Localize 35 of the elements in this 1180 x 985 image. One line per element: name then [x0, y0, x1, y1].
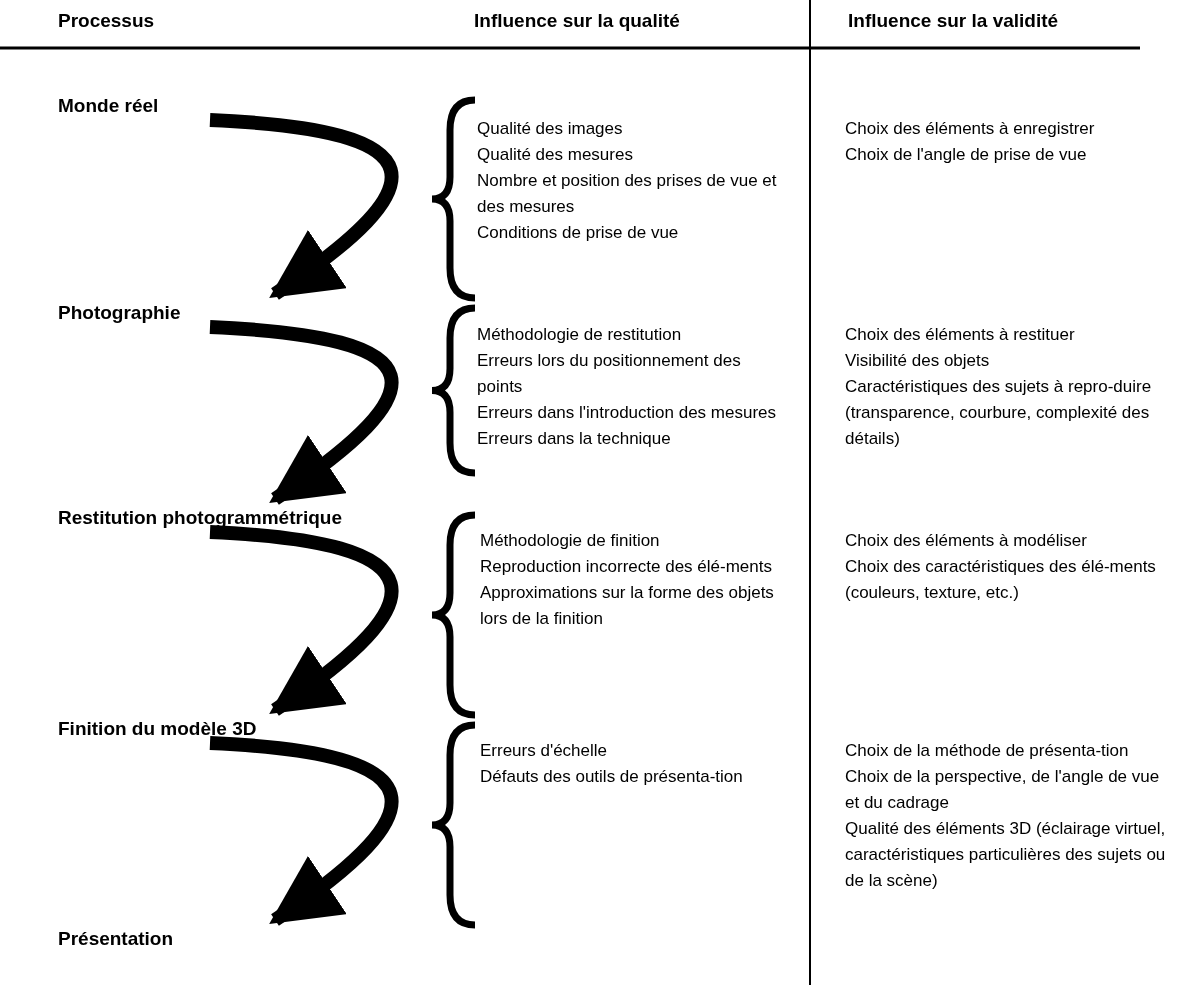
curved-arrow	[209, 113, 398, 300]
influence-item: Choix de la perspective, de l'angle de vue et du cadrage	[845, 766, 1161, 814]
influence-item: Qualité des mesures	[477, 144, 633, 166]
influence-item: Choix des caractéristiques des élé-ments (couleurs, texture, etc.)	[845, 556, 1157, 604]
stage-label: Présentation	[58, 928, 174, 950]
influence-item: Choix des éléments à enregistrer	[845, 118, 1095, 140]
column-header: Processus	[58, 10, 155, 32]
influence-item: Visibilité des objets	[845, 350, 990, 372]
influence-item: Approximations sur la forme des objets lors de la finition	[480, 582, 775, 630]
influence-item: Erreurs d'échelle	[480, 740, 608, 762]
influence-item: Choix de la méthode de présenta-tion	[845, 740, 1129, 762]
influence-item: Qualité des images	[477, 118, 623, 140]
influence-item: Erreurs dans l'introduction des mesures	[477, 402, 776, 424]
influence-item: Choix des éléments à restituer	[845, 324, 1075, 346]
influence-item: Erreurs lors du positionnement des points	[477, 350, 742, 398]
stage-label: Restitution photogrammétrique	[58, 507, 342, 529]
curved-arrow	[209, 736, 398, 926]
curved-arrow	[209, 525, 398, 716]
influence-item: Conditions de prise de vue	[477, 222, 679, 244]
influence-item: Reproduction incorrecte des élé-ments	[480, 556, 772, 578]
curved-arrow	[209, 320, 398, 505]
influence-item: Caractéristiques des sujets à repro-duire (transparence, courbure, complexité des détails)	[845, 376, 1153, 450]
stage-label: Photographie	[58, 302, 181, 324]
column-header: Influence sur la qualité	[474, 10, 680, 32]
influence-item: Nombre et position des prises de vue et des mesures	[477, 170, 778, 218]
influence-item: Qualité des éléments 3D (éclairage virtuel, caractéristiques particulières des sujets ou de la scène)	[845, 818, 1167, 892]
stage-label: Monde réel	[58, 95, 159, 117]
influence-item: Choix des éléments à modéliser	[845, 530, 1087, 552]
influence-item: Erreurs dans la technique	[477, 428, 671, 450]
influence-item: Méthodologie de finition	[480, 530, 660, 552]
influence-item: Choix de l'angle de prise de vue	[845, 144, 1087, 166]
stage-label: Finition du modèle 3D	[58, 718, 257, 740]
influence-item: Méthodologie de restitution	[477, 324, 682, 346]
influence-item: Défauts des outils de présenta-tion	[480, 766, 743, 788]
column-header: Influence sur la validité	[848, 10, 1059, 32]
